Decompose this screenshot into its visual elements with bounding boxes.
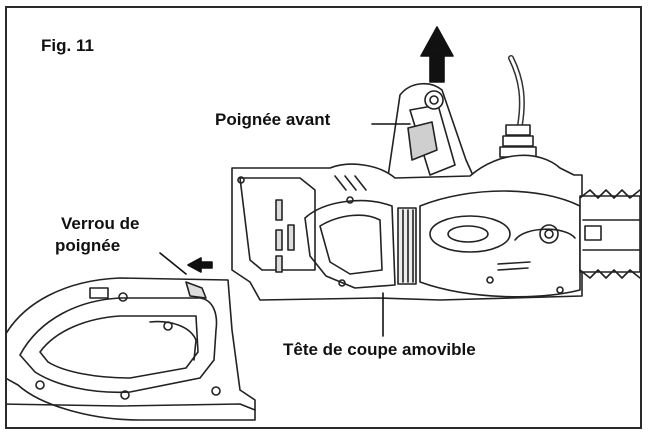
handle-lock-label-line1: Verrou de <box>61 214 140 233</box>
leader-handle-lock <box>159 252 187 275</box>
front-handle <box>385 82 477 201</box>
left-arrow-icon <box>187 257 213 273</box>
rear-handle <box>7 277 256 421</box>
power-cord <box>499 55 537 158</box>
figure-title: Fig. 11 <box>41 36 94 55</box>
cutter-blade <box>579 189 640 279</box>
removable-head-label: Tête de coupe amovible <box>283 340 476 359</box>
removable-cutting-head <box>231 154 583 301</box>
up-arrow-icon <box>420 26 454 83</box>
front-handle-label: Poignée avant <box>215 110 331 129</box>
handle-lock-label-line2: poignée <box>55 236 121 255</box>
